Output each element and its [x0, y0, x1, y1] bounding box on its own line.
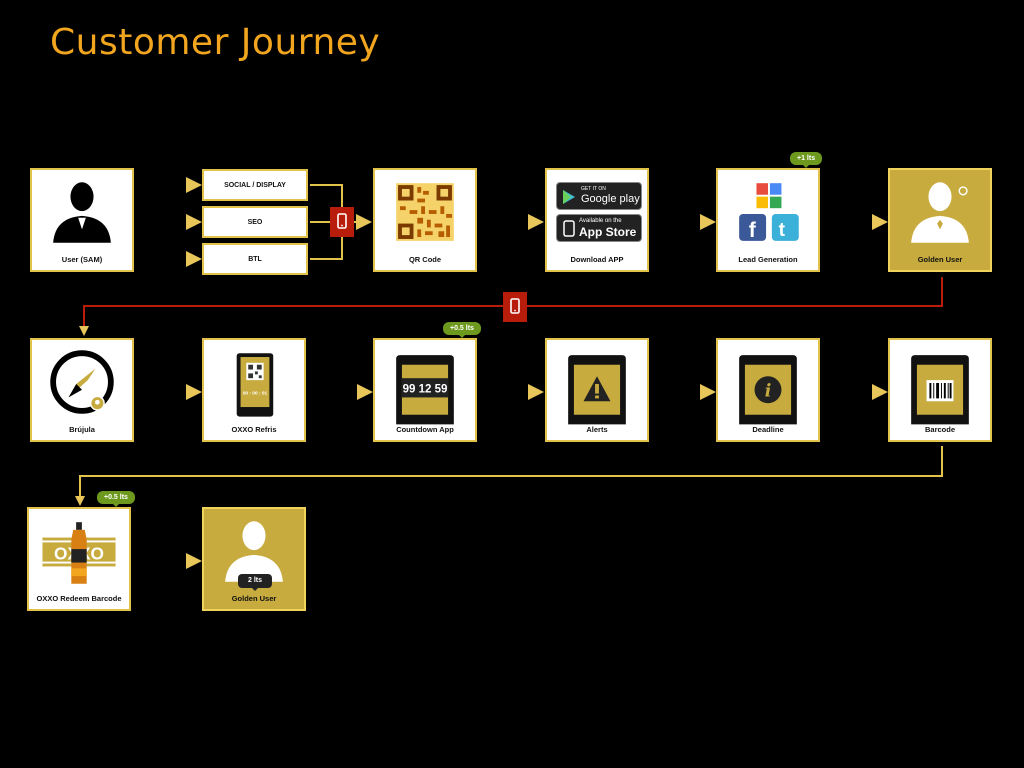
step-label: Download APP — [570, 255, 624, 264]
step-countdown-app: 99 12 59 Countdown App — [373, 338, 477, 442]
step-qr-code: QR Code — [373, 168, 477, 272]
store-caption: Available on the — [579, 218, 622, 224]
step-label: OXXO Redeem Barcode — [36, 594, 122, 603]
step-label: Alerts — [586, 425, 608, 434]
channel-seo: SEO — [202, 206, 308, 238]
bottle-icon — [71, 522, 87, 584]
user-silhouette-icon — [53, 182, 111, 243]
step-alerts: Alerts — [545, 338, 649, 442]
svg-text:f: f — [749, 219, 757, 242]
google-play-icon — [563, 190, 575, 204]
step-label: Golden User — [917, 255, 963, 264]
channel-btl: BTL — [202, 243, 308, 275]
step-label: Deadline — [752, 425, 784, 434]
channel-social-display: SOCIAL / DISPLAY — [202, 169, 308, 201]
liters-badge: +1 lts — [790, 152, 823, 168]
fridge-display-icon: 00 : 00 : 01 — [236, 353, 274, 417]
liters-tag: 2 lts — [238, 574, 272, 591]
step-golden-user-final: Golden User — [202, 507, 306, 611]
step-barcode: Barcode — [888, 338, 992, 442]
step-oxxo-redeem-barcode: OXXO OXXO Redeem Barcode — [27, 507, 131, 611]
step-oxxo-refris: 00 : 00 : 01 OXXO Refris — [202, 338, 306, 442]
app-store-icon — [563, 220, 575, 237]
step-label: Countdown App — [396, 425, 454, 434]
phone-info-icon: i — [739, 355, 797, 425]
countdown-text: 99 12 59 — [403, 384, 448, 396]
step-deadline: i Deadline — [716, 338, 820, 442]
mobile-icon — [330, 207, 354, 237]
page-title: Customer Journey — [50, 22, 381, 63]
timer-text: 00 : 00 : 01 — [243, 391, 268, 397]
step-label: User (SAM) — [61, 255, 103, 264]
step-label: Lead Generation — [738, 255, 798, 264]
step-label: Barcode — [924, 425, 955, 434]
svg-text:i: i — [765, 381, 772, 401]
phone-barcode-icon — [911, 355, 969, 425]
store-caption: GET IT ON — [581, 186, 606, 192]
star-icon — [958, 186, 968, 196]
phone-alert-icon — [568, 355, 626, 425]
step-label: OXXO Refris — [231, 425, 277, 434]
app-store-button[interactable]: Available on the App Store — [556, 214, 642, 242]
svg-text:t: t — [779, 220, 786, 241]
liters-badge: +0.5 lts — [97, 491, 135, 507]
facebook-icon: f — [739, 213, 767, 242]
step-golden-user: Golden User — [888, 168, 992, 272]
liters-badge: +0.5 lts — [443, 322, 481, 338]
step-label: Brújula — [69, 425, 95, 434]
store-name: App Store — [579, 225, 637, 239]
step-user-sam: User (SAM) — [30, 168, 134, 272]
google-play-button[interactable]: GET IT ON Google play — [556, 182, 642, 210]
store-name: Google play — [581, 193, 640, 205]
mobile-icon — [503, 292, 527, 322]
phone-countdown-icon: 99 12 59 — [396, 355, 454, 425]
qr-code-icon — [396, 183, 454, 241]
google-icon — [756, 183, 782, 209]
step-brujula: Brújula — [30, 338, 134, 442]
twitter-icon: t — [771, 213, 799, 241]
step-label: QR Code — [408, 255, 442, 264]
compass-icon — [50, 350, 114, 414]
step-lead-generation: f t Lead Generation — [716, 168, 820, 272]
user-silhouette-icon — [911, 182, 969, 243]
step-label: Golden User — [231, 594, 277, 603]
step-download-app: GET IT ON Google play Available on the A… — [545, 168, 649, 272]
